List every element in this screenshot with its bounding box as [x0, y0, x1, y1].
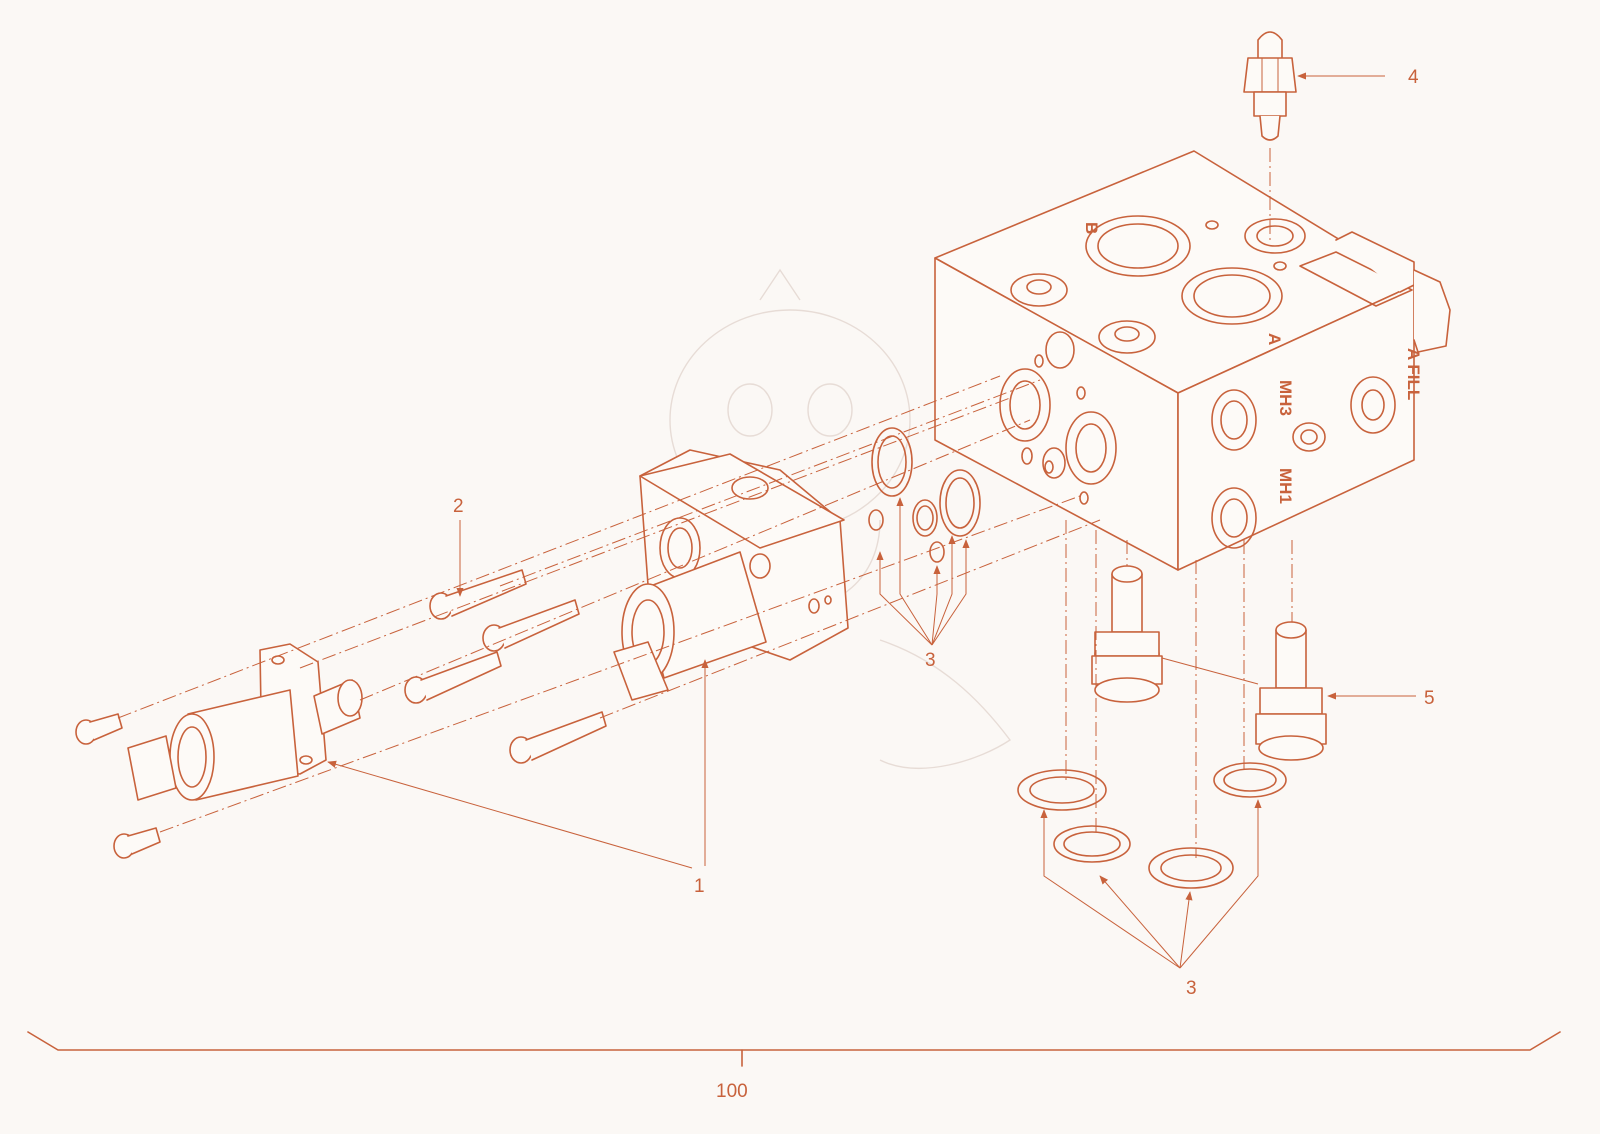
callout-assembly-100: 100	[716, 1081, 748, 1102]
callout-1: 1	[694, 876, 705, 897]
fitting-part-4	[1243, 31, 1297, 141]
callout-3-upper: 3	[925, 650, 936, 671]
screw-4	[509, 711, 607, 764]
cap-screws-part-2	[75, 569, 607, 859]
port-label-mh3: MH3	[1276, 380, 1295, 416]
cartridge-right	[1255, 621, 1327, 761]
assembly-centerlines	[117, 148, 1293, 858]
manifold-block	[934, 150, 1451, 571]
o-rings-part-3	[868, 427, 1287, 889]
callout-5: 5	[1424, 688, 1435, 709]
callout-4: 4	[1408, 67, 1419, 88]
assembly-bracket	[27, 1031, 1561, 1067]
leader-lines	[327, 72, 1416, 969]
callout-3-lower: 3	[1186, 978, 1197, 999]
screw-1	[429, 569, 527, 620]
port-label-a: A	[1265, 333, 1284, 345]
screw-5	[75, 713, 123, 745]
solenoid-valve-center	[613, 449, 849, 701]
port-label-b: B	[1082, 222, 1101, 234]
port-label-mh1: MH1	[1276, 468, 1295, 504]
cartridge-left	[1091, 565, 1163, 703]
cartridges-part-5	[1091, 565, 1327, 761]
solenoid-valve-left	[127, 643, 363, 801]
port-label-a-fill: A FILL	[1404, 348, 1423, 400]
screw-6	[113, 827, 161, 859]
screw-3	[404, 651, 502, 704]
callout-2: 2	[453, 496, 464, 517]
screw-2	[482, 599, 580, 652]
